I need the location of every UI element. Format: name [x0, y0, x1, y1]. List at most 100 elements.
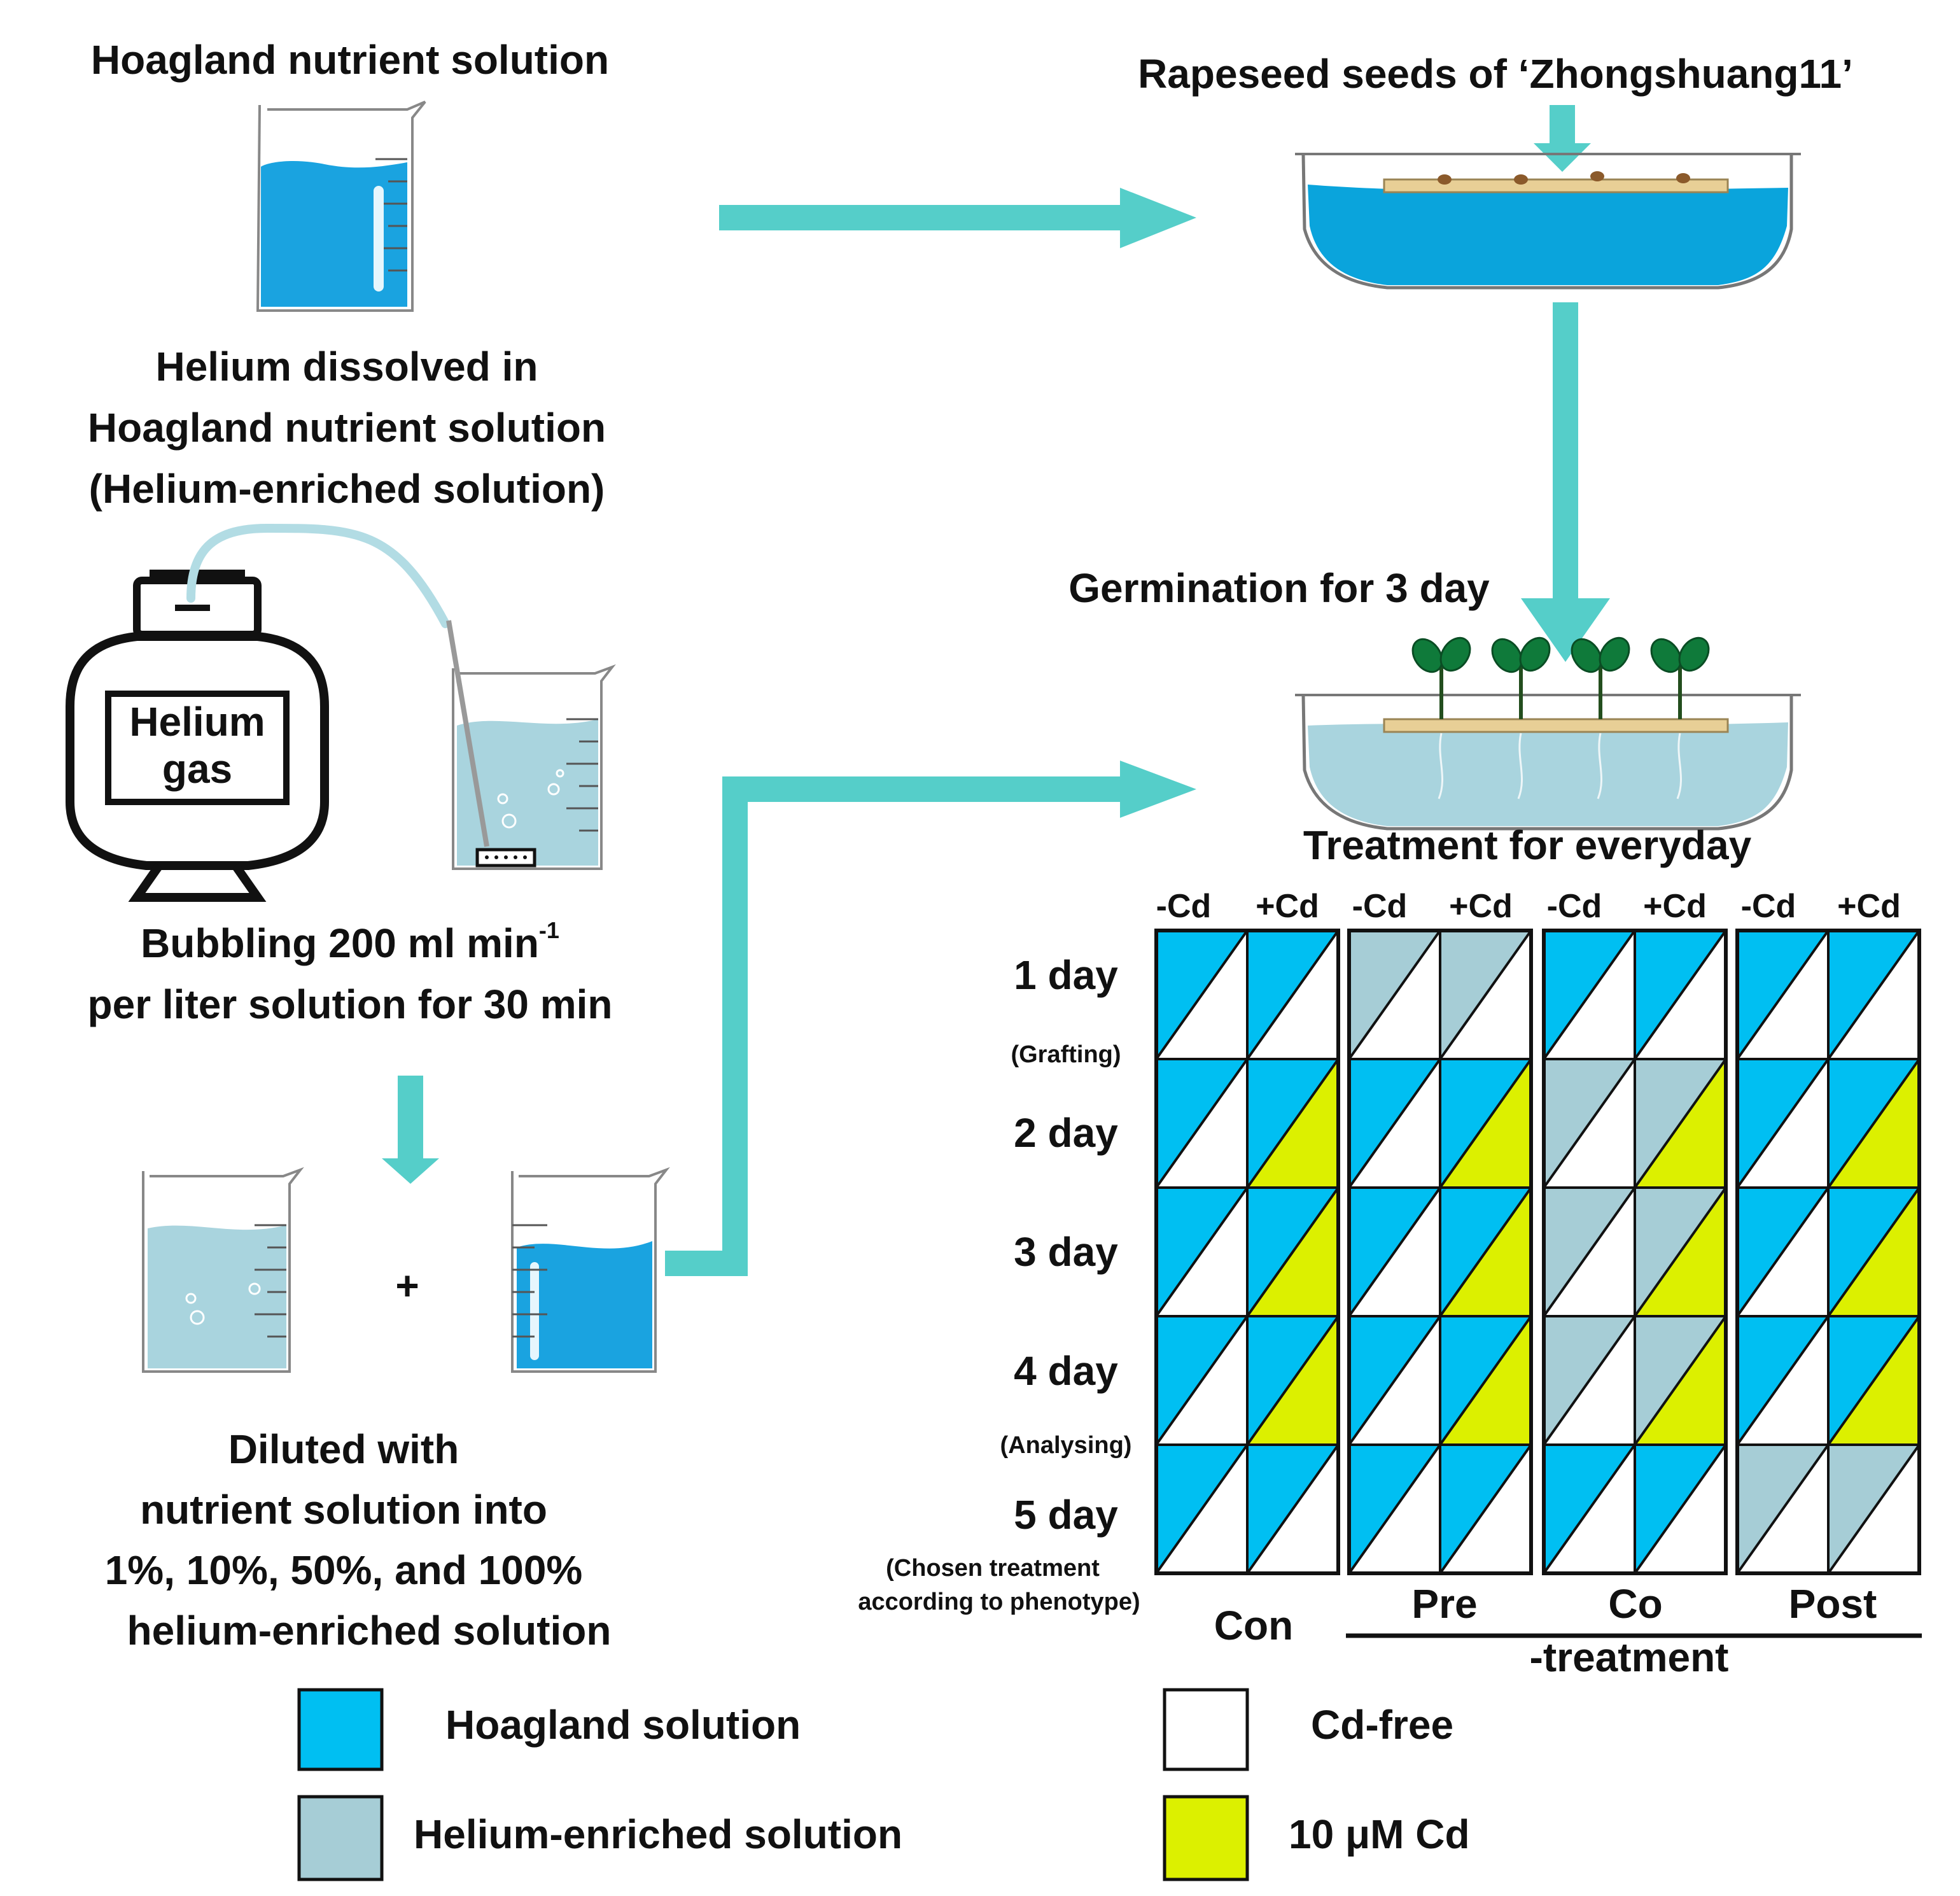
- grid-cell-diagonal: [1736, 1315, 1830, 1446]
- helium-line-2: Hoagland nutrient solution: [87, 405, 606, 451]
- group-label-post: Post: [1788, 1581, 1877, 1627]
- grid-cell-diagonal: [1348, 1315, 1441, 1446]
- bubbling-unit-sup: -1: [538, 917, 559, 943]
- row-note-grafting: (Grafting): [1011, 1041, 1121, 1068]
- legend-swatch-cd: [1163, 1795, 1249, 1881]
- arrow-right-top: [719, 188, 1196, 248]
- row-label-day1: 1 day: [1014, 952, 1118, 998]
- legend-swatch-cdfree: [1163, 1688, 1249, 1771]
- tank-label-line-2: gas: [162, 746, 233, 792]
- grid-cell-diagonal: [1348, 929, 1441, 1060]
- grid-group-outline: [1735, 929, 1921, 1575]
- col-header-con-minus: -Cd: [1156, 888, 1212, 925]
- tank-label-line-1: Helium: [129, 699, 265, 745]
- row-label-day5: 5 day: [1014, 1492, 1118, 1538]
- row-label-day3: 3 day: [1014, 1229, 1118, 1275]
- grid-cell-diagonal: [1827, 1443, 1921, 1575]
- grid-cell-diagonal: [1827, 1186, 1921, 1317]
- group-label-treatment: -treatment: [1529, 1634, 1729, 1680]
- bubbling-line-1: Bubbling 200 ml min-1: [0, 919, 700, 966]
- group-label-con: Con: [1214, 1603, 1294, 1648]
- helium-line-3: (Helium-enriched solution): [88, 466, 605, 512]
- grid-group-outline: [1347, 929, 1533, 1575]
- legend-label-cd: 10 μM Cd: [1289, 1811, 1470, 1857]
- grid-cell-diagonal: [1246, 929, 1340, 1060]
- germination-label: Germination for 3 day: [1068, 565, 1490, 611]
- col-header-con-plus: +Cd: [1256, 888, 1319, 925]
- col-header-pre-minus: -Cd: [1352, 888, 1408, 925]
- beaker-helium-enriched-icon: [142, 1167, 304, 1373]
- legend-label-hoagland: Hoagland solution: [445, 1702, 801, 1748]
- col-header-co-minus: -Cd: [1546, 888, 1602, 925]
- arrow-down-to-germination: [1521, 302, 1610, 662]
- grid-cell-diagonal: [1543, 1443, 1636, 1575]
- grid-cell-diagonal: [1736, 1186, 1830, 1317]
- seed-dish-icon: [1295, 153, 1801, 290]
- seeds-title: Rapeseed seeds of ‘Zhongshuang11’: [1138, 51, 1853, 97]
- beaker-hoagland-small-icon: [511, 1167, 670, 1373]
- grid-cell-diagonal: [1246, 1443, 1340, 1575]
- gas-tube: [186, 523, 450, 628]
- bubbling-line-2: per liter solution for 30 min: [87, 981, 613, 1027]
- seedling-icon: [1650, 636, 1710, 799]
- row-label-day2: 2 day: [1014, 1110, 1118, 1156]
- col-header-pre-plus: +Cd: [1449, 888, 1513, 925]
- bubbling-text: Bubbling 200 ml min: [141, 920, 539, 966]
- group-label-co: Co: [1608, 1581, 1663, 1627]
- grid-cell-diagonal: [1543, 1186, 1636, 1317]
- grid-cell-diagonal: [1155, 1186, 1249, 1317]
- helium-line-1: Helium dissolved in: [155, 344, 538, 390]
- grid-cell-diagonal: [1543, 1315, 1636, 1446]
- grid-cell-diagonal: [1736, 1443, 1830, 1575]
- grid-cell-diagonal: [1348, 1058, 1441, 1189]
- diluted-line-3: 1%, 10%, 50%, and 100%: [104, 1547, 583, 1593]
- grid-cell-diagonal: [1246, 1058, 1340, 1189]
- beaker-bubbling-icon: [446, 620, 616, 870]
- row-label-day4: 4 day: [1014, 1348, 1118, 1394]
- seedling-icon: [1571, 636, 1630, 799]
- grid-cell-diagonal: [1827, 929, 1921, 1060]
- legend-swatch-helium: [297, 1795, 384, 1881]
- grid-cell-diagonal: [1543, 929, 1636, 1060]
- seedling-icon: [1411, 636, 1471, 799]
- diluted-line-1: Diluted with: [228, 1426, 459, 1472]
- beaker-hoagland-icon: [256, 101, 426, 312]
- grid-cell-diagonal: [1736, 929, 1830, 1060]
- hoagland-title: Hoagland nutrient solution: [90, 37, 610, 83]
- grid-cell-diagonal: [1439, 1315, 1532, 1446]
- grid-cell-diagonal: [1634, 1186, 1727, 1317]
- legend-label-cdfree: Cd-free: [1311, 1702, 1454, 1748]
- treatment-title: Treatment for everyday: [1303, 822, 1752, 868]
- row-note-analysing: (Analysing): [1000, 1432, 1132, 1459]
- germination-dish-icon: [1295, 636, 1801, 831]
- grid-cell-diagonal: [1827, 1058, 1921, 1189]
- treatment-grid: [1154, 929, 1921, 1575]
- group-label-pre: Pre: [1411, 1581, 1478, 1627]
- col-header-post-minus: -Cd: [1740, 888, 1796, 925]
- grid-cell-diagonal: [1155, 1315, 1249, 1446]
- grid-cell-diagonal: [1634, 1058, 1727, 1189]
- grid-cell-diagonal: [1348, 1443, 1441, 1575]
- grid-cell-diagonal: [1155, 929, 1249, 1060]
- grid-group-outline: [1542, 929, 1728, 1575]
- legend-swatch-hoagland: [297, 1688, 384, 1771]
- grid-cell-diagonal: [1543, 1058, 1636, 1189]
- grid-cell-diagonal: [1439, 1186, 1532, 1317]
- diluted-line-2: nutrient solution into: [140, 1487, 547, 1533]
- grid-cell-diagonal: [1634, 1315, 1727, 1446]
- diluted-line-4: helium-enriched solution: [127, 1608, 612, 1654]
- grid-cell-diagonal: [1439, 1443, 1532, 1575]
- grid-group-outline: [1154, 929, 1340, 1575]
- arrow-down-dilution: [382, 1076, 439, 1184]
- grid-cell-diagonal: [1634, 1443, 1727, 1575]
- grid-cell-diagonal: [1634, 929, 1727, 1060]
- plus-sign: +: [395, 1263, 419, 1309]
- grid-cell-diagonal: [1827, 1315, 1921, 1446]
- col-header-co-plus: +Cd: [1643, 888, 1707, 925]
- grid-cell-diagonal: [1246, 1186, 1340, 1317]
- legend-label-helium: Helium-enriched solution: [414, 1811, 903, 1857]
- grid-cell-diagonal: [1736, 1058, 1830, 1189]
- grid-cell-diagonal: [1155, 1058, 1249, 1189]
- grid-cell-diagonal: [1439, 929, 1532, 1060]
- chosen-note-line-1: (Chosen treatment: [886, 1555, 1100, 1582]
